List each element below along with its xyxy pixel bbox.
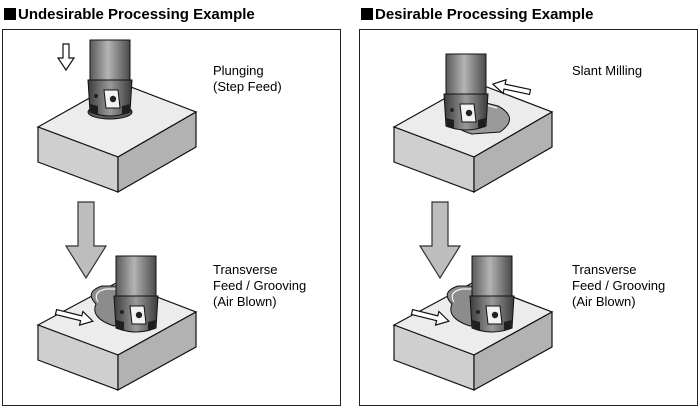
step-label-line: (Step Feed) [213,79,282,94]
sequence-arrow-right [419,201,461,279]
panel-desirable [359,29,698,406]
panel-title-desirable: Desirable Processing Example [361,4,593,26]
title-square-icon [361,8,373,20]
step-label-line: (Air Blown) [213,294,277,309]
step-label-plunging: Plunging (Step Feed) [213,63,282,95]
panel-title-text: Desirable Processing Example [375,6,594,23]
panel-title-text: Undesirable Processing Example [18,6,255,23]
panel-title-undesirable: Undesirable Processing Example [4,4,255,26]
step-label-slant-milling: Slant Milling [572,63,642,79]
transverse-illustration-right [392,255,554,392]
step-label-line: Feed / Grooving [213,278,307,293]
transverse-illustration-left [36,255,198,392]
panel-undesirable [2,29,341,406]
slant-milling-illustration [392,53,554,194]
step-label-line: Feed / Grooving [572,278,666,293]
step-label-line: Transverse [213,262,278,277]
step-label-line: Transverse [572,262,637,277]
step-label-transverse-left: Transverse Feed / Grooving (Air Blown) [213,262,306,310]
step-label-line: Slant Milling [572,63,643,78]
step-label-transverse-right: Transverse Feed / Grooving (Air Blown) [572,262,665,310]
sequence-arrow-left [65,201,107,279]
step-label-line: Plunging [213,63,264,78]
plunging-illustration [36,39,198,194]
step-label-line: (Air Blown) [572,294,636,309]
title-square-icon [4,8,16,20]
